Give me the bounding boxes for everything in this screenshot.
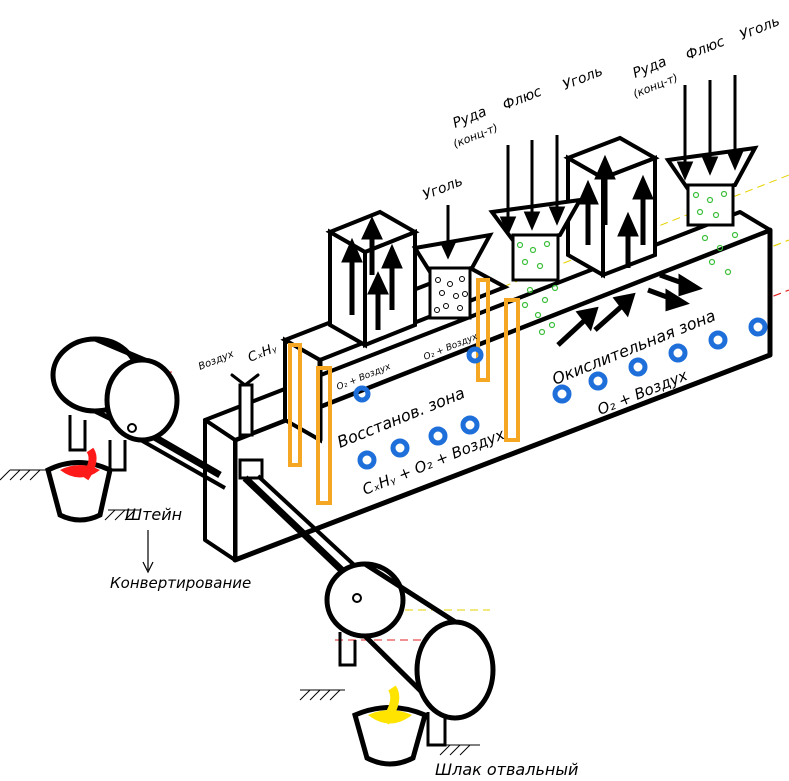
- label-flux-2: Флюс: [684, 34, 728, 64]
- ladle-slag: [355, 688, 425, 764]
- label-flux-1: Флюс: [501, 84, 545, 114]
- label-air-left: Воздух: [197, 349, 236, 373]
- label-coal-3: Уголь: [421, 173, 466, 203]
- label-matte: Штейн: [125, 505, 182, 524]
- label-converting: Конвертирование: [110, 574, 251, 592]
- label-coal-2: Уголь: [738, 13, 783, 43]
- converting-arrow: [143, 530, 153, 572]
- ladle-matte: [48, 450, 110, 520]
- label-coal-1: Уголь: [561, 63, 606, 93]
- label-cxhy-top: CₓHᵧ: [246, 340, 280, 365]
- label-slag: Шлак отвальный: [435, 760, 578, 779]
